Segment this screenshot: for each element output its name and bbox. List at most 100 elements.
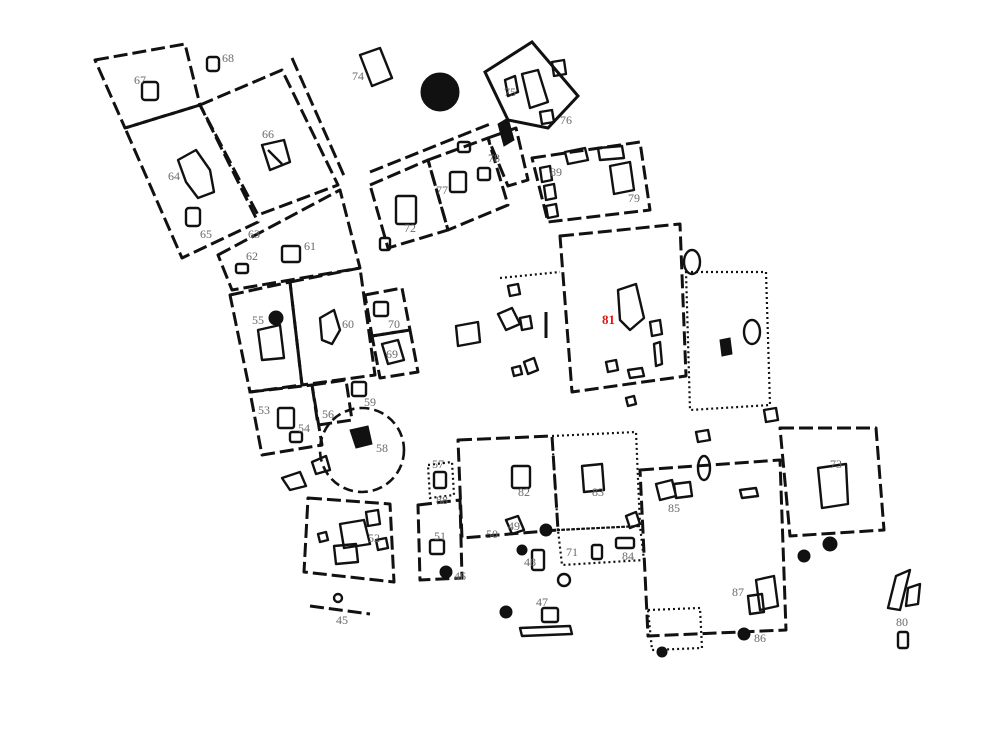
feature-58 [349,425,373,449]
label-51: 51 [434,529,446,543]
feature-east-81 [742,318,762,346]
feature-47 [540,606,560,624]
label-67: 67 [134,73,146,87]
label-53: 53 [258,403,270,417]
label-59: 59 [364,395,376,409]
feature-77c [456,140,472,154]
label-79: 79 [628,191,640,205]
feature-73-post-a [797,549,811,563]
feature-77 [448,170,468,194]
feature-45-stone [332,592,344,604]
feature-64 [176,148,216,200]
feature-70 [372,300,390,318]
feature-85 [654,478,694,502]
feature-46 [439,565,453,579]
feature-85-stone [696,454,712,482]
room-89-79-outline [530,140,652,224]
room-group-south [309,428,811,658]
label-84: 84 [622,549,634,563]
room-69-outline [370,328,420,380]
room-83-outline [550,430,642,532]
label-58: 58 [376,441,388,455]
feature-80b [896,630,910,650]
label-52: 52 [368,531,380,545]
feature-87 [746,574,780,616]
feature-79 [608,160,636,196]
label-50: 50 [486,527,498,541]
label-46: 46 [454,569,466,583]
label-55: 55 [252,313,264,327]
feature-81-east-stone [682,248,702,276]
feature-51 [428,538,446,556]
feature-81-stones [604,318,664,380]
feature-83 [580,462,606,494]
feature-75 [520,68,550,110]
feature-89-stones [538,164,560,220]
label-82: 82 [518,485,530,499]
label-70: 70 [388,317,400,331]
room-77-outline [426,136,510,232]
feature-80 [886,568,922,612]
feature-53 [276,406,296,430]
label-71: 71 [566,545,578,559]
feature-rubble-west [280,454,332,492]
label-73: 73 [830,457,842,471]
wall-45 [309,604,371,616]
feature-66 [260,138,292,172]
feature-72b [378,236,392,252]
feature-78-post [497,117,515,147]
feature-75-stones [503,58,568,126]
feature-49-post [539,523,553,537]
label-66: 66 [262,127,274,141]
room-group-89 [530,140,652,224]
label-56: 56 [322,407,334,421]
feature-69 [380,338,406,366]
feature-68 [205,55,221,73]
room-67-outline [93,42,202,130]
label-80: 80 [896,615,908,629]
feature-55 [256,323,286,362]
feature-71 [590,543,604,561]
label-89: 89 [550,165,562,179]
wall-segment-northeast [290,57,347,179]
feature-62 [234,262,250,275]
feature-72 [394,194,418,226]
wall-dotted-central [499,270,561,280]
label-69: 69 [386,347,398,361]
room-labels: 67 68 66 64 65 63 61 62 55 60 70 69 53 5… [134,51,908,645]
room-55-outline [228,280,304,394]
label-81: 81 [602,312,615,327]
label-76: 76 [560,113,572,127]
feature-74 [358,46,394,88]
feature-67 [140,80,160,102]
feature-east-81-post [719,337,733,357]
room-60-outline [288,266,377,387]
feature-central-small [510,356,540,378]
feature-49 [504,514,526,536]
room-61-62-outline [216,188,362,292]
label-62: 62 [246,249,258,263]
label-60: 60 [342,317,354,331]
label-78: 78 [488,151,500,165]
room-group-north [358,40,581,252]
room-58-outline [318,406,406,494]
room-group-east [778,426,922,650]
label-77: 77 [436,183,448,197]
label-72: 72 [404,221,416,235]
feature-59 [350,380,368,398]
feature-81 [616,282,646,332]
room-66-outline [198,68,340,217]
room-75-76-outline [483,40,581,130]
feature-47-post [499,605,513,619]
room-group-52 [302,496,396,604]
feature-77b [476,166,492,182]
label-75: 75 [504,85,516,99]
feature-55-post [268,310,284,326]
label-48: 48 [524,555,536,569]
room-57-88-outline [426,460,456,500]
feature-73 [816,462,850,510]
room-53-54-outline [248,383,324,457]
feature-47-stone [556,572,572,588]
room-52-outline [302,496,396,584]
